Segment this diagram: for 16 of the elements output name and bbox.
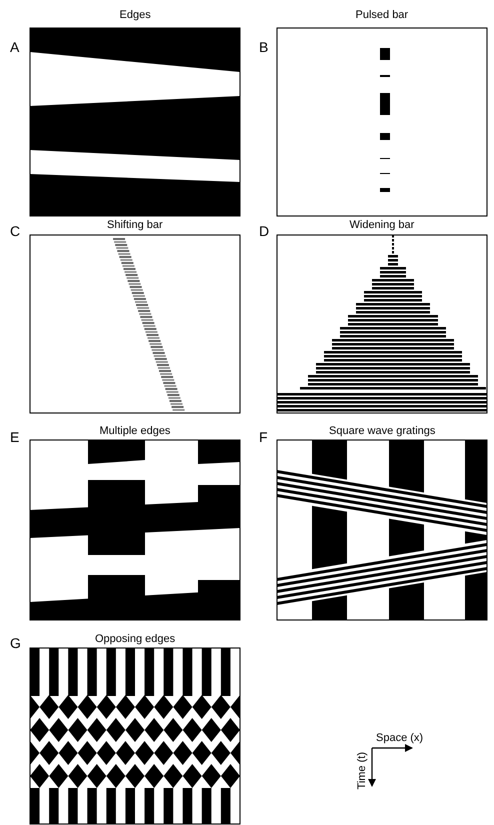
panel-title: Square wave gratings: [329, 426, 436, 437]
axis-label: Time (t): [357, 752, 368, 790]
panel-letter: B: [259, 40, 268, 54]
panel-title: Edges: [120, 10, 151, 21]
panel-letter: G: [10, 636, 21, 650]
panel-letter: A: [10, 40, 20, 54]
panel-title: Shifting bar: [107, 220, 163, 231]
panel-title: Multiple edges: [100, 426, 170, 437]
panel-title: Widening bar: [350, 220, 414, 231]
panel-letter: F: [259, 430, 268, 444]
panel-letter: E: [10, 430, 20, 444]
panel-letter: C: [10, 224, 20, 238]
axis-label: Space (x): [376, 733, 424, 744]
panel-letter: D: [259, 224, 270, 238]
panel-title: Opposing edges: [95, 634, 176, 645]
panel-title: Pulsed bar: [356, 10, 408, 21]
